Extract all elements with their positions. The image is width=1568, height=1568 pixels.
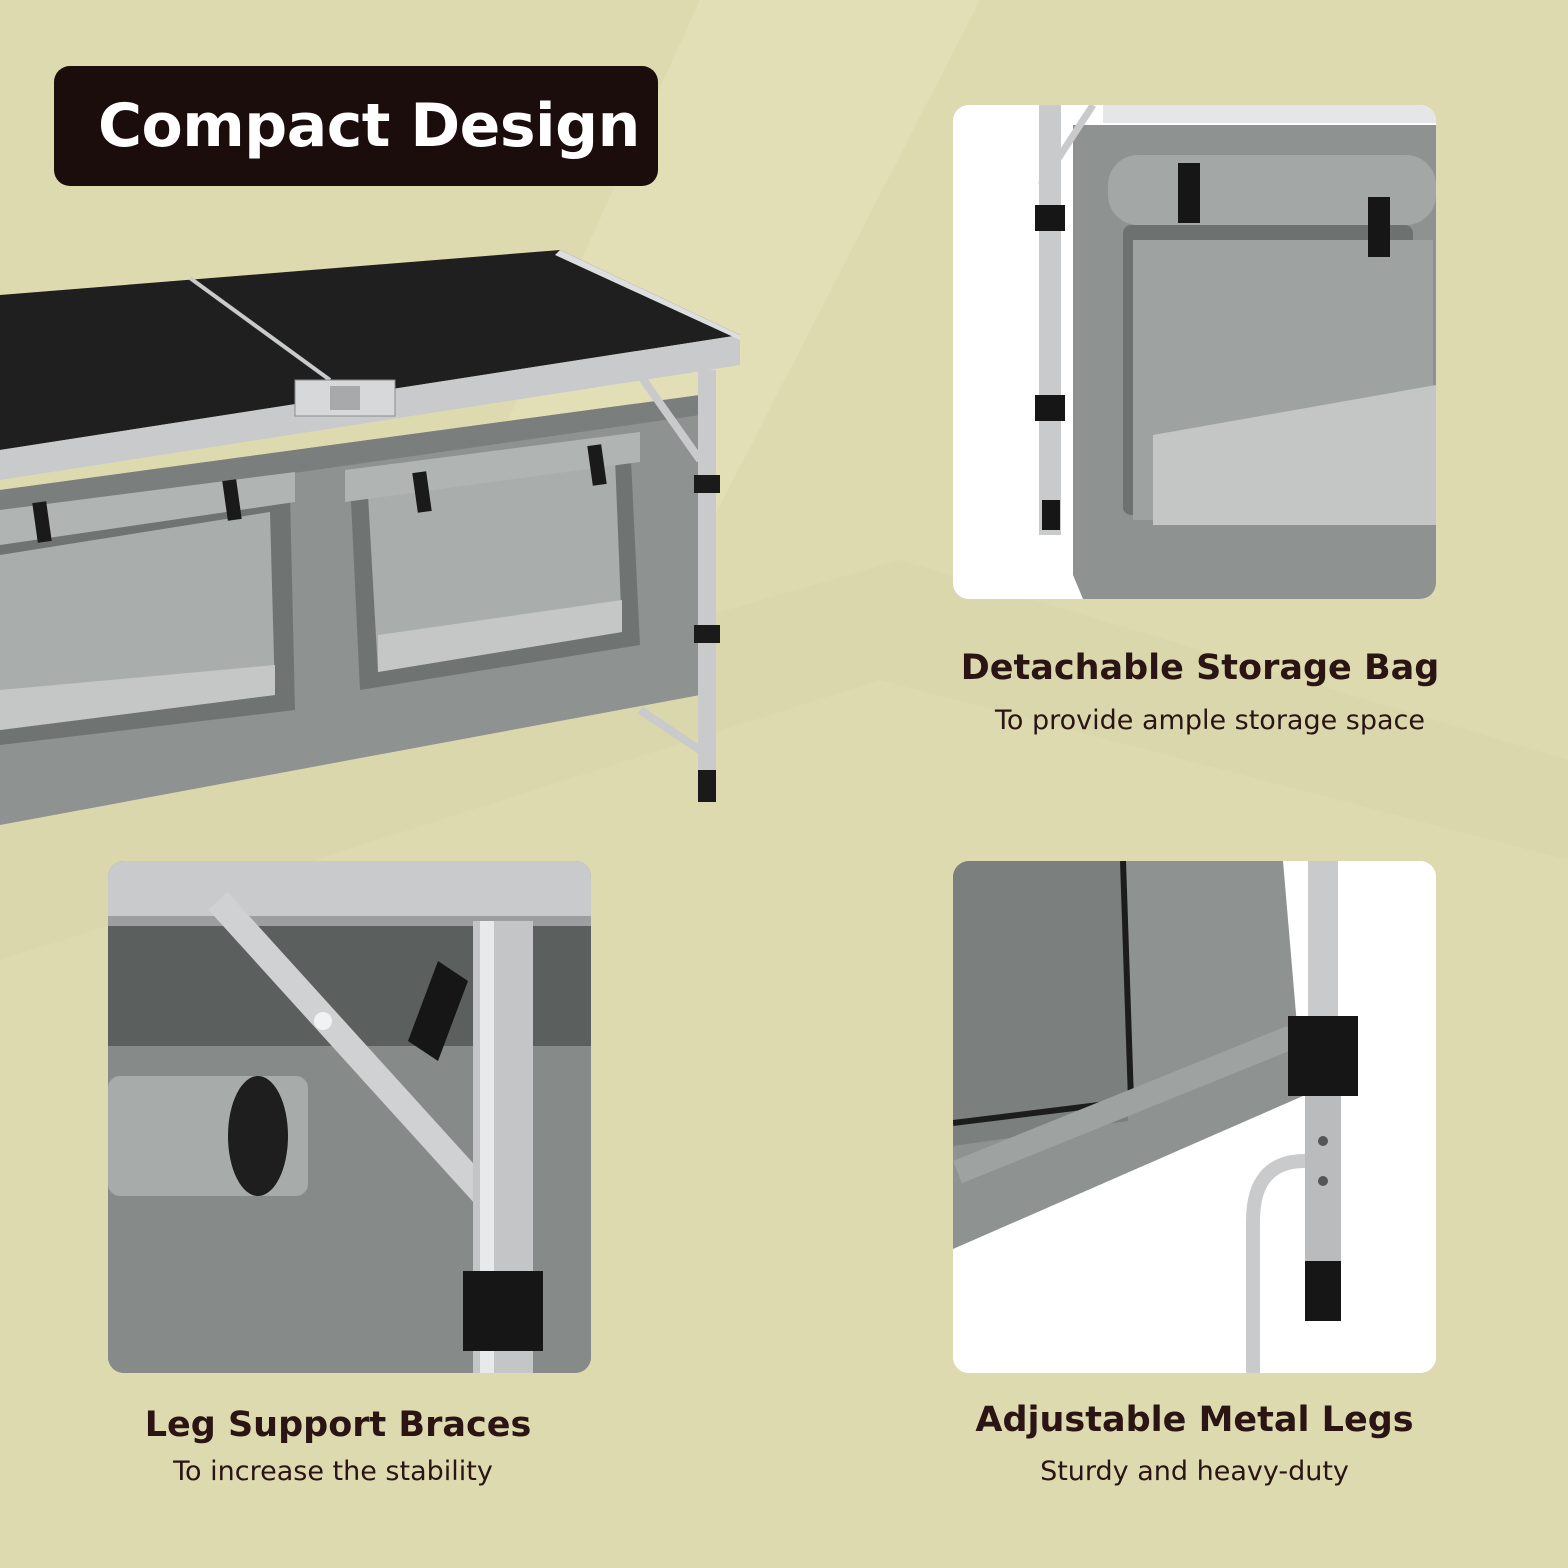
hero-camping-table-image	[0, 250, 740, 825]
metal-legs-detail-image	[953, 861, 1436, 1373]
badge-title: Compact Design	[98, 91, 640, 161]
leg-brace-detail-image	[108, 861, 591, 1373]
feature-title-storage-bag: Detachable Storage Bag	[960, 648, 1440, 688]
compact-design-badge: Compact Design	[54, 66, 658, 186]
feature-subtitle-storage-bag: To provide ample storage space	[994, 705, 1426, 736]
feature-title-leg-braces: Leg Support Braces	[144, 1405, 532, 1445]
storage-bag-detail-image	[953, 105, 1436, 599]
feature-title-metal-legs: Adjustable Metal Legs	[975, 1400, 1414, 1440]
feature-subtitle-metal-legs: Sturdy and heavy-duty	[1040, 1456, 1349, 1487]
feature-subtitle-leg-braces: To increase the stability	[173, 1456, 493, 1487]
